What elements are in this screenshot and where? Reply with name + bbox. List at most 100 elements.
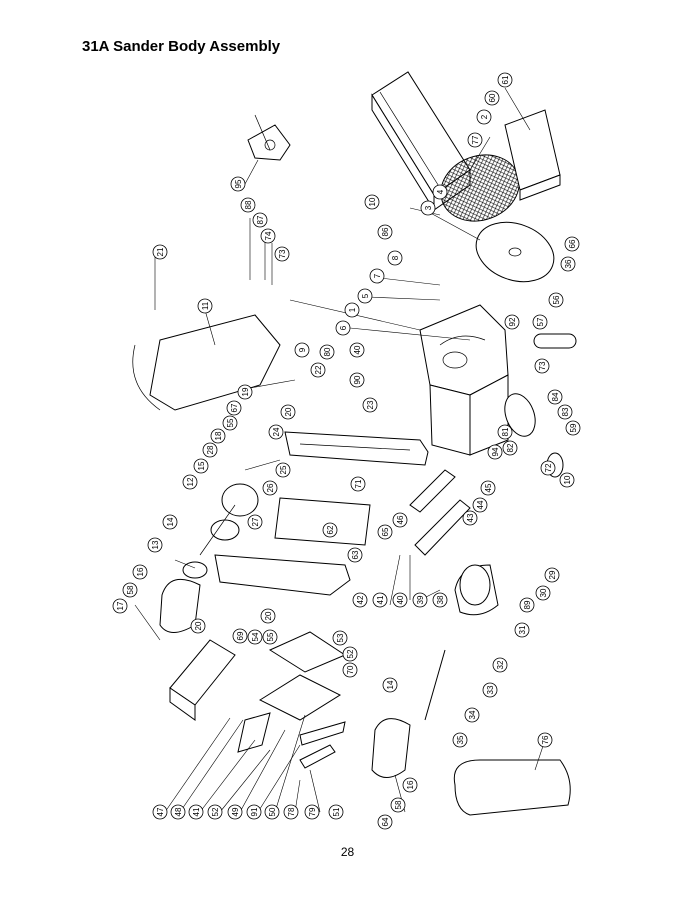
callout-14b: 14 <box>382 677 398 693</box>
callout-28: 28 <box>202 442 218 458</box>
svg-text:69: 69 <box>236 631 245 640</box>
svg-text:47: 47 <box>156 807 165 816</box>
callout-40b: 40 <box>392 592 408 608</box>
svg-text:80: 80 <box>323 347 332 356</box>
callout-3: 3 <box>420 200 436 216</box>
svg-text:81: 81 <box>501 427 510 436</box>
callout-20b: 20 <box>190 618 206 634</box>
callout-15: 15 <box>193 458 209 474</box>
svg-text:40: 40 <box>396 595 405 604</box>
callout-66: 66 <box>564 236 580 252</box>
callout-14: 14 <box>162 514 178 530</box>
callout-78: 78 <box>283 804 299 820</box>
callout-55: 55 <box>222 415 238 431</box>
callout-48: 48 <box>170 804 186 820</box>
callout-69: 69 <box>232 628 248 644</box>
callout-91: 91 <box>246 804 262 820</box>
callout-36: 36 <box>560 256 576 272</box>
callout-16b: 16 <box>402 777 418 793</box>
callout-87: 87 <box>252 212 268 228</box>
callout-51: 51 <box>328 804 344 820</box>
svg-text:51: 51 <box>332 807 341 816</box>
callout-41: 41 <box>372 592 388 608</box>
svg-text:55: 55 <box>226 418 235 427</box>
svg-text:57: 57 <box>536 317 545 326</box>
belt-bed-plate <box>284 431 429 466</box>
callout-86: 86 <box>377 224 393 240</box>
svg-text:52: 52 <box>211 807 220 816</box>
svg-text:73: 73 <box>278 249 287 258</box>
svg-text:43: 43 <box>466 513 475 522</box>
svg-text:2: 2 <box>480 114 489 119</box>
svg-text:70: 70 <box>346 665 355 674</box>
callout-46: 46 <box>392 512 408 528</box>
bracket-cluster <box>237 631 347 769</box>
callout-29: 29 <box>544 567 560 583</box>
callout-67: 67 <box>226 400 242 416</box>
svg-text:9: 9 <box>298 347 307 352</box>
callout-6: 6 <box>335 320 351 336</box>
miter-gauge <box>247 114 291 161</box>
callout-24: 24 <box>268 424 284 440</box>
svg-text:4: 4 <box>436 189 445 194</box>
svg-text:82: 82 <box>506 443 515 452</box>
callout-5: 5 <box>357 288 373 304</box>
callout-95: 95 <box>230 176 246 192</box>
svg-text:84: 84 <box>551 392 560 401</box>
callout-31: 31 <box>514 622 530 638</box>
svg-text:67: 67 <box>230 403 239 412</box>
callout-76: 76 <box>537 732 553 748</box>
callout-58: 58 <box>122 582 138 598</box>
callout-7: 7 <box>369 268 385 284</box>
callout-33: 33 <box>482 682 498 698</box>
svg-text:27: 27 <box>251 517 260 526</box>
callout-41b: 41 <box>188 804 204 820</box>
disc-guard <box>504 109 561 201</box>
svg-text:14: 14 <box>166 517 175 526</box>
svg-text:10: 10 <box>563 475 572 484</box>
callout-42: 42 <box>352 592 368 608</box>
svg-text:6: 6 <box>339 325 348 330</box>
svg-text:1: 1 <box>348 307 357 312</box>
svg-text:55: 55 <box>266 632 275 641</box>
callout-2: 2 <box>476 109 492 125</box>
callout-57: 57 <box>532 314 548 330</box>
svg-text:48: 48 <box>174 807 183 816</box>
svg-text:46: 46 <box>396 515 405 524</box>
leader-lines <box>134 87 546 813</box>
callout-79: 79 <box>304 804 320 820</box>
svg-text:26: 26 <box>266 483 275 492</box>
back-plate <box>274 497 371 546</box>
callout-44: 44 <box>472 497 488 513</box>
svg-text:34: 34 <box>468 710 477 719</box>
callout-83: 83 <box>557 404 573 420</box>
svg-text:92: 92 <box>508 317 517 326</box>
callout-64: 64 <box>377 814 393 830</box>
svg-text:44: 44 <box>476 500 485 509</box>
callout-47: 47 <box>152 804 168 820</box>
svg-text:3: 3 <box>424 205 433 210</box>
callout-32: 32 <box>492 657 508 673</box>
callout-72: 72 <box>540 460 556 476</box>
callout-92: 92 <box>504 314 520 330</box>
svg-text:16: 16 <box>136 567 145 576</box>
svg-text:74: 74 <box>264 231 273 240</box>
svg-text:58: 58 <box>126 585 135 594</box>
svg-text:16: 16 <box>406 780 415 789</box>
callout-34: 34 <box>464 707 480 723</box>
callout-90: 90 <box>349 372 365 388</box>
callout-74: 74 <box>260 228 276 244</box>
svg-text:22: 22 <box>314 365 323 374</box>
svg-text:7: 7 <box>373 273 382 278</box>
callout-4: 4 <box>432 184 448 200</box>
svg-text:73: 73 <box>538 361 547 370</box>
svg-text:39: 39 <box>416 595 425 604</box>
svg-text:79: 79 <box>308 807 317 816</box>
svg-text:56: 56 <box>552 295 561 304</box>
callout-40: 40 <box>349 342 365 358</box>
svg-text:36: 36 <box>564 259 573 268</box>
callout-43: 43 <box>462 510 478 526</box>
svg-text:64: 64 <box>381 817 390 826</box>
svg-text:19: 19 <box>241 387 250 396</box>
callout-52b: 52 <box>207 804 223 820</box>
